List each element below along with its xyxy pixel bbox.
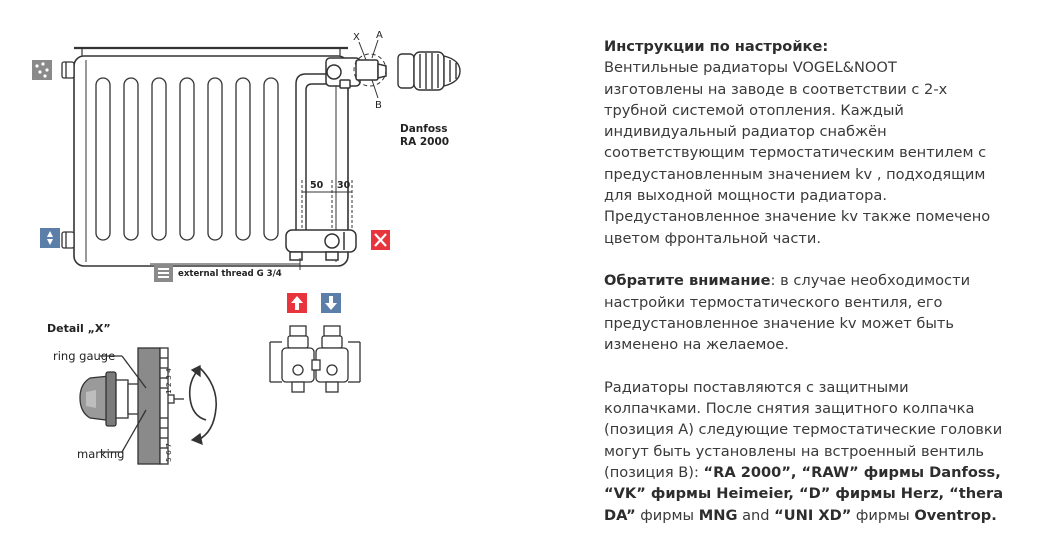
brand-text: DA” bbox=[604, 506, 636, 524]
attention-line: настройки термостатического вентиля, его bbox=[604, 293, 943, 311]
supply-line: (позиция B): “RA 2000”, “RAW” фирмы Danf… bbox=[604, 462, 1034, 483]
supply-paragraph: Радиаторы поставляются с защитными колпач… bbox=[604, 377, 1034, 526]
supply-line: Радиаторы поставляются с защитными bbox=[604, 378, 909, 396]
detail-title: Detail „X” bbox=[47, 322, 111, 335]
attention-line: Обратите внимание: в случае необходимост… bbox=[604, 270, 1034, 291]
attention-label: Обратите внимание bbox=[604, 272, 771, 290]
dimension-lines bbox=[301, 180, 353, 228]
supply-text: фирмы bbox=[635, 506, 699, 524]
flow-arrow-icon bbox=[287, 293, 307, 313]
brand-text: “UNI XD” bbox=[774, 506, 852, 524]
attention-line: предустановленное значение kv может быть bbox=[604, 314, 955, 332]
instructions-line: соответствующим термостатическим вентиле… bbox=[604, 144, 987, 162]
brand-text: “RA 2000”, “RAW” фирмы Danfoss, bbox=[703, 463, 1001, 481]
callout-xab bbox=[353, 39, 387, 99]
danfoss-head bbox=[397, 51, 461, 91]
radiator-fins bbox=[95, 77, 279, 241]
radiator-body bbox=[73, 46, 349, 267]
label-a: A bbox=[376, 30, 383, 41]
dimension-50: 50 bbox=[310, 180, 324, 191]
spacer bbox=[604, 249, 1034, 270]
valve-pipe bbox=[285, 57, 387, 261]
label-x: X bbox=[353, 32, 360, 43]
thread-dimension bbox=[150, 258, 301, 270]
marking-label: marking bbox=[77, 447, 124, 461]
instructions-line: трубной системой отопления. Каждый bbox=[604, 101, 904, 119]
instructions-paragraph: Вентильные радиаторы VOGEL&NOOT изготовле… bbox=[604, 57, 1034, 249]
thread-label: external thread G 3/4 bbox=[178, 269, 282, 279]
scale-numbers-lower: 5 6 7 bbox=[164, 443, 173, 462]
scale-numbers-upper: 1 2 3 4 bbox=[164, 368, 173, 394]
supply-text: (позиция B): bbox=[604, 463, 704, 481]
instructions-line: Вентильные радиаторы VOGEL&NOOT bbox=[604, 59, 897, 77]
valve-brand: Danfoss bbox=[400, 123, 448, 135]
h-block-connector bbox=[269, 325, 361, 393]
supply-line: колпачками. После снятия защитного колпа… bbox=[604, 400, 975, 418]
supply-line: DA” фирмы MNG and “UNI XD” фирмы Oventro… bbox=[604, 505, 1034, 526]
air-vent-icon bbox=[32, 60, 52, 80]
radiator-diagram: X A B Danfoss RA 2000 50 30 external thr… bbox=[32, 30, 461, 465]
label-b: B bbox=[375, 100, 382, 111]
radiator-diagram-svg: X A B Danfoss RA 2000 50 30 external thr… bbox=[32, 30, 461, 465]
instructions-line: предустановленным значением kv , подходя… bbox=[604, 165, 986, 183]
supply-line: (позиция A) следующие термостатические г… bbox=[604, 421, 1003, 439]
attention-paragraph: Обратите внимание: в случае необходимост… bbox=[604, 270, 1034, 355]
attention-text: : в случае необходимости bbox=[770, 272, 971, 290]
valve-model: RA 2000 bbox=[400, 136, 449, 148]
instructions-line: Предустановленное значение kv также поме… bbox=[604, 208, 991, 226]
instructions-panel: Инструкции по настройке: Вентильные ради… bbox=[604, 36, 1034, 526]
left-plugs bbox=[61, 61, 75, 249]
spacer bbox=[604, 355, 1034, 376]
brand-text: “VK” фирмы Heimeier, “D” фирмы Herz, “th… bbox=[604, 485, 1004, 503]
drain-icon bbox=[40, 228, 60, 248]
supply-text: фирмы bbox=[851, 506, 915, 524]
dimension-30: 30 bbox=[337, 180, 351, 191]
ring-gauge-label: ring gauge bbox=[53, 349, 115, 363]
thread-icon bbox=[154, 264, 173, 282]
brand-text: Oventrop. bbox=[914, 506, 997, 524]
instructions-heading: Инструкции по настройке: bbox=[604, 38, 829, 55]
instructions-line: цветом фронтальной части. bbox=[604, 229, 821, 247]
detail-x-drawing bbox=[79, 347, 217, 465]
instructions-line: индивидуальный радиатор снабжён bbox=[604, 123, 887, 141]
supply-line: “VK” фирмы Heimeier, “D” фирмы Herz, “th… bbox=[604, 483, 1034, 504]
return-arrow-icon bbox=[321, 293, 341, 313]
supply-text: and bbox=[737, 506, 775, 524]
supply-line: могут быть установлены на встроенный вен… bbox=[604, 442, 985, 460]
brand-text: MNG bbox=[698, 506, 738, 524]
attention-line: изменено на желаемое. bbox=[604, 336, 789, 354]
instructions-line: изготовлены на заводе в соответствии с 2… bbox=[604, 80, 948, 98]
closed-icon bbox=[371, 230, 390, 250]
instructions-line: для выходной мощности радиатора. bbox=[604, 187, 888, 205]
